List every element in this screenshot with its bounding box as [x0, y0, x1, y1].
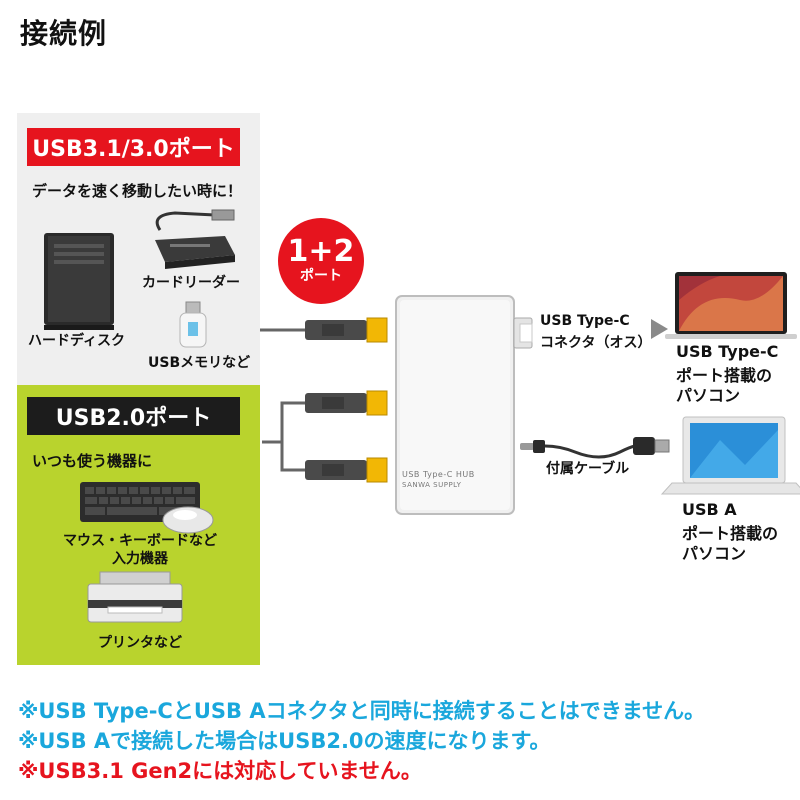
note-line: ※USB Type-CとUSB Aコネクタと同時に接続することはできません。: [18, 699, 706, 723]
port-count-badge: 1+2 ポート: [278, 218, 364, 304]
usb-memory-label: USBメモリなど: [148, 355, 251, 371]
mouse-icon: [162, 506, 214, 534]
pc-typec-label-line1: USB Type-C: [676, 342, 779, 361]
arrow-icon: [651, 319, 668, 339]
pc-usba-label-line3: パソコン: [682, 544, 747, 563]
port-count-number: 1+2: [287, 234, 355, 269]
usb2-subtitle: いつも使う機器に: [32, 452, 153, 470]
notes: ※USB Type-CとUSB Aコネクタと同時に接続することはできません。 ※…: [18, 696, 705, 786]
usb-memory-icon: [179, 301, 207, 348]
pc-usba-label-line1: USB A: [682, 500, 737, 519]
card-reader-icon: [155, 209, 235, 269]
note-line: ※USB3.1 Gen2には対応していません。: [18, 759, 422, 783]
hdd-tower-icon: [44, 233, 114, 330]
usb-a-plug-icon: [305, 457, 388, 483]
note-line: ※USB Aで接続した場合はUSB2.0の速度になります。: [18, 729, 551, 753]
laptop-typec-icon: [665, 272, 797, 339]
included-cable-label: 付属ケーブル: [546, 461, 630, 477]
page-title: 接続例: [20, 17, 108, 50]
included-cable-icon: [520, 437, 670, 459]
printer-icon: [87, 571, 183, 623]
printer-label: プリンタなど: [98, 635, 182, 651]
hub-print-line1: USB Type-C HUB: [402, 470, 475, 479]
usb2-port-badge: USB2.0ポート: [27, 397, 240, 435]
usb-a-plug-icon: [305, 317, 388, 343]
laptop-usba-icon: [660, 416, 800, 495]
input-devices-label-line1: マウス・キーボードなど: [63, 533, 217, 549]
hdd-label: ハードディスク: [28, 333, 126, 349]
usb3-port-badge: USB3.1/3.0ポート: [27, 128, 240, 166]
usb3-subtitle: データを速く移動したい時に！: [32, 182, 243, 200]
card-reader-label: カードリーダー: [142, 275, 240, 291]
pc-usba-label-line2: ポート搭載の: [682, 524, 779, 543]
typec-connector-label-line2: コネクタ（オス）: [540, 335, 652, 351]
port-count-label: ポート: [300, 268, 342, 284]
usb-a-plug-icon: [305, 390, 388, 416]
hub-print-line2: SANWA SUPPLY: [402, 481, 462, 489]
pc-typec-label-line2: ポート搭載の: [676, 366, 773, 385]
pc-typec-label-line3: パソコン: [676, 386, 741, 405]
usb-hub-icon: [395, 295, 533, 515]
typec-connector-label-line1: USB Type-C: [540, 313, 630, 329]
input-devices-label-line2: 入力機器: [112, 551, 168, 567]
